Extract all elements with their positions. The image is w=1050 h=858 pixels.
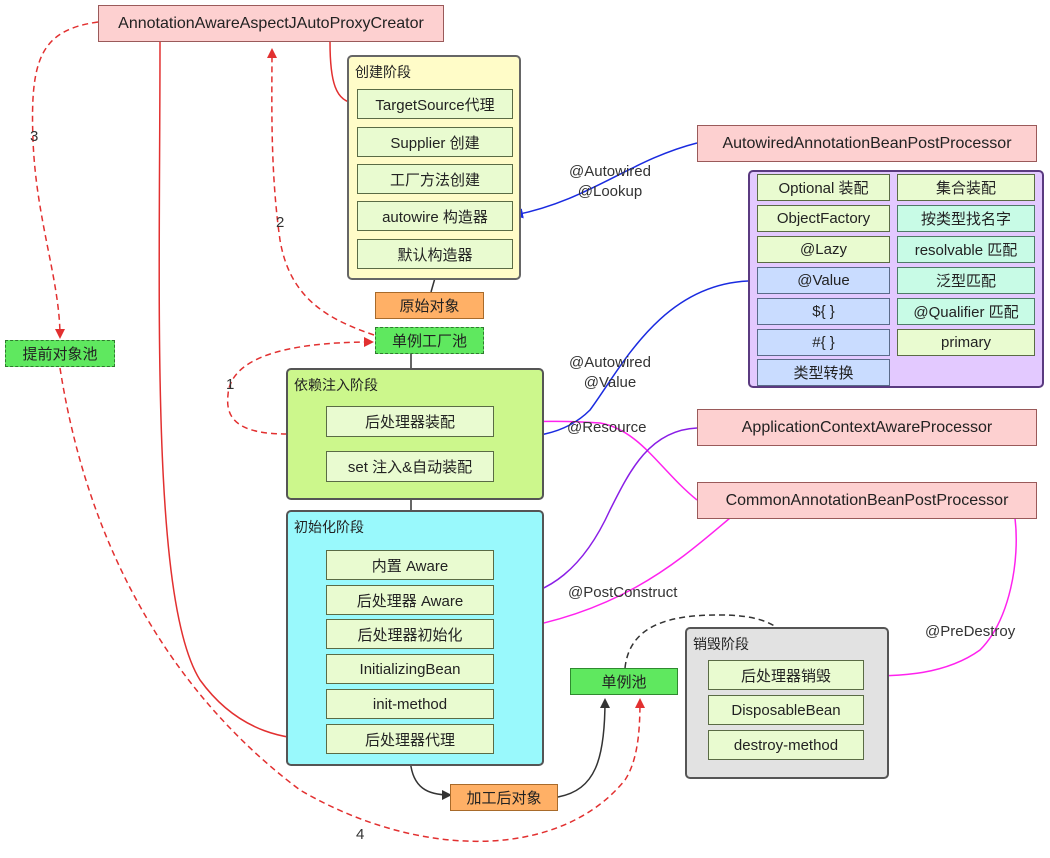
create-stage-title: 创建阶段 [355, 64, 411, 80]
processor-destroy-item[interactable]: 后处理器销毁 [708, 660, 864, 690]
label-step1: 1 [226, 376, 235, 393]
autowired-processor-node[interactable]: AutowiredAnnotationBeanPostProcessor [697, 125, 1037, 162]
edge-step1 [226, 337, 374, 435]
targetsource-proxy-item[interactable]: TargetSource代理 [357, 89, 513, 119]
destroy-method-item[interactable]: destroy-method [708, 730, 864, 760]
edge-create-to-raw [430, 277, 436, 293]
label-autowired-2: @Autowired [569, 354, 651, 371]
label-postconstruct: @PostConstruct [568, 584, 678, 601]
value-item[interactable]: @Value [757, 267, 890, 294]
label-autowired-lookup: @Autowired @Lookup [560, 162, 660, 202]
resolvable-match-item[interactable]: resolvable 匹配 [897, 236, 1035, 263]
label-predestroy: @PreDestroy [925, 623, 1016, 640]
disposable-bean-item[interactable]: DisposableBean [708, 695, 864, 725]
common-processor-node[interactable]: CommonAnnotationBeanPostProcessor [697, 482, 1037, 519]
destroy-stage-title: 销毁阶段 [693, 636, 749, 652]
processor-aware-item[interactable]: 后处理器 Aware [326, 585, 494, 615]
initializing-bean-item[interactable]: InitializingBean [326, 654, 494, 684]
inject-stage-title: 依赖注入阶段 [294, 377, 378, 393]
processed-object-node[interactable]: 加工后对象 [450, 784, 558, 811]
type-conversion-item[interactable]: 类型转换 [757, 359, 890, 386]
label-step2: 2 [276, 214, 285, 231]
edge-creator-to-proxy [158, 41, 326, 745]
early-pool-node[interactable]: 提前对象池 [5, 340, 115, 367]
primary-item[interactable]: primary [897, 329, 1035, 356]
label-autowired-1: @Autowired [569, 163, 651, 180]
label-autowired-value: @Autowired @Value [560, 353, 660, 393]
init-stage-title: 初始化阶段 [294, 519, 364, 535]
app-context-processor-node[interactable]: ApplicationContextAwareProcessor [697, 409, 1037, 446]
supplier-create-item[interactable]: Supplier 创建 [357, 127, 513, 157]
processor-proxy-item[interactable]: 后处理器代理 [326, 724, 494, 754]
object-factory-item[interactable]: ObjectFactory [757, 205, 890, 232]
label-resource: @Resource [567, 419, 647, 436]
label-lookup: @Lookup [577, 183, 643, 200]
placeholder-item[interactable]: ${ } [757, 298, 890, 325]
label-step3: 3 [30, 128, 39, 145]
optional-assembly-item[interactable]: Optional 装配 [757, 174, 890, 201]
edge-autowired-to-constructor [513, 142, 698, 219]
spel-item[interactable]: #{ } [757, 329, 890, 356]
builtin-aware-item[interactable]: 内置 Aware [326, 550, 494, 580]
generic-match-item[interactable]: 泛型匹配 [897, 267, 1035, 294]
default-constructor-item[interactable]: 默认构造器 [357, 239, 513, 269]
edge-singleton-to-destroy [624, 614, 795, 669]
processor-init-item[interactable]: 后处理器初始化 [326, 619, 494, 649]
set-injection-item[interactable]: set 注入&自动装配 [326, 451, 494, 482]
edge-step2 [266, 48, 375, 336]
label-step4: 4 [356, 826, 365, 843]
singleton-factory-pool-node[interactable]: 单例工厂池 [375, 327, 484, 354]
processor-assembly-item[interactable]: 后处理器装配 [326, 406, 494, 437]
label-value: @Value [583, 374, 637, 391]
aspect-creator-node[interactable]: AnnotationAwareAspectJAutoProxyCreator [98, 5, 444, 42]
edge-step3 [31, 21, 99, 339]
autowire-constructor-item[interactable]: autowire 构造器 [357, 201, 513, 231]
find-name-by-type-item[interactable]: 按类型找名字 [897, 205, 1035, 232]
factory-method-item[interactable]: 工厂方法创建 [357, 164, 513, 194]
init-method-item[interactable]: init-method [326, 689, 494, 719]
raw-object-node[interactable]: 原始对象 [375, 292, 484, 319]
singleton-pool-node[interactable]: 单例池 [570, 668, 678, 695]
qualifier-match-item[interactable]: @Qualifier 匹配 [897, 298, 1035, 325]
collection-assembly-item[interactable]: 集合装配 [897, 174, 1035, 201]
edge-predestroy [866, 517, 1017, 681]
edge-processed-to-singleton [557, 698, 610, 798]
lazy-item[interactable]: @Lazy [757, 236, 890, 263]
